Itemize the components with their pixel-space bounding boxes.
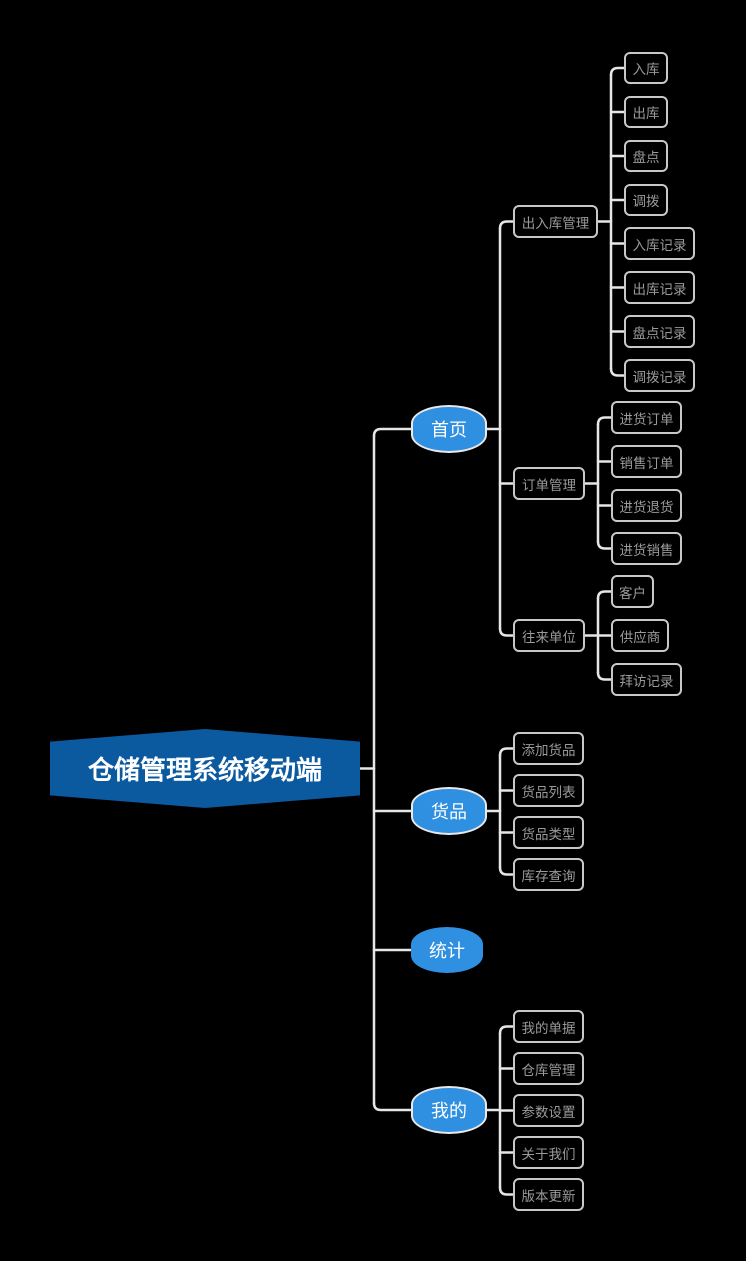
leaf-inventory-check[interactable]: 盘点 — [624, 140, 668, 172]
inout-link-0 — [609, 66, 626, 77]
leaf-add-goods[interactable]: 添加货品 — [513, 732, 584, 765]
orders-link-3 — [596, 540, 613, 550]
node-partners[interactable]: 往来单位 — [513, 619, 585, 652]
branch-mine[interactable]: 我的 — [411, 1086, 487, 1134]
leaf-version-update[interactable]: 版本更新 — [513, 1178, 584, 1211]
leaf-parameter-settings[interactable]: 参数设置 — [513, 1094, 584, 1127]
goods-link-0 — [498, 747, 515, 757]
mine-link-4 — [498, 1186, 515, 1196]
leaf-purchase-order[interactable]: 进货订单 — [611, 401, 682, 434]
root-link-0 — [372, 427, 413, 438]
leaf-purchase-return[interactable]: 进货退货 — [611, 489, 682, 522]
home-link-0 — [498, 220, 515, 230]
leaf-customer[interactable]: 客户 — [611, 575, 654, 608]
leaf-supplier[interactable]: 供应商 — [611, 619, 669, 652]
leaf-visit-records[interactable]: 拜访记录 — [611, 663, 682, 696]
leaf-purchase-sales[interactable]: 进货销售 — [611, 532, 682, 565]
leaf-stock-in[interactable]: 入库 — [624, 52, 668, 84]
leaf-about-us[interactable]: 关于我们 — [513, 1136, 584, 1169]
branch-goods[interactable]: 货品 — [411, 787, 487, 835]
node-inout-management[interactable]: 出入库管理 — [513, 205, 598, 238]
leaf-stock-out-records[interactable]: 出库记录 — [624, 271, 695, 304]
goods-link-3 — [498, 866, 515, 876]
mine-link-0 — [498, 1025, 515, 1035]
leaf-transfer[interactable]: 调拨 — [624, 184, 668, 216]
leaf-goods-list[interactable]: 货品列表 — [513, 774, 584, 807]
branch-statistics[interactable]: 统计 — [411, 927, 483, 973]
root-node: 仓储管理系统移动端 — [50, 729, 360, 808]
orders-link-0 — [596, 416, 613, 426]
leaf-stock-out[interactable]: 出库 — [624, 96, 668, 128]
leaf-my-documents[interactable]: 我的单据 — [513, 1010, 584, 1043]
partners-link-2 — [596, 671, 613, 681]
leaf-check-records[interactable]: 盘点记录 — [624, 315, 695, 348]
root-link-3 — [372, 1101, 413, 1112]
leaf-stock-query[interactable]: 库存查询 — [513, 858, 584, 891]
partners-link-0 — [596, 590, 613, 600]
leaf-sales-order[interactable]: 销售订单 — [611, 445, 682, 478]
node-order-management[interactable]: 订单管理 — [513, 467, 585, 500]
leaf-warehouse-management[interactable]: 仓库管理 — [513, 1052, 584, 1085]
inout-link-7 — [609, 367, 626, 377]
leaf-goods-type[interactable]: 货品类型 — [513, 816, 584, 849]
leaf-transfer-records[interactable]: 调拨记录 — [624, 359, 695, 392]
branch-home[interactable]: 首页 — [411, 405, 487, 453]
leaf-stock-in-records[interactable]: 入库记录 — [624, 227, 695, 260]
home-link-2 — [498, 627, 515, 637]
